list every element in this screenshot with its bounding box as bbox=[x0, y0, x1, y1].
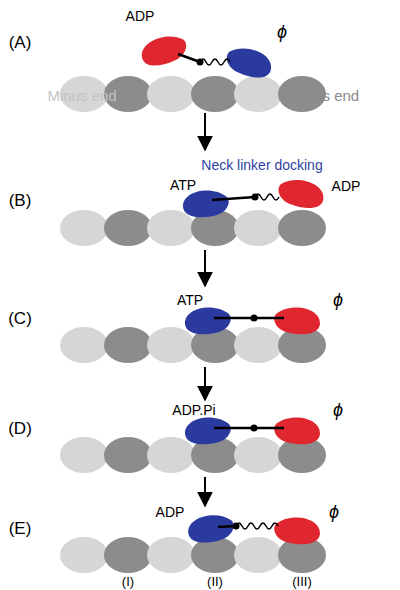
neck-linker bbox=[178, 54, 200, 62]
alpha-tubulin bbox=[234, 327, 282, 363]
neck-linker bbox=[214, 427, 284, 430]
beta-tubulin bbox=[104, 327, 152, 363]
motor-head-blue bbox=[183, 190, 229, 217]
linker-joint bbox=[197, 59, 204, 66]
site-label: (II) bbox=[207, 575, 223, 588]
alpha-tubulin bbox=[234, 537, 282, 573]
alpha-tubulin bbox=[147, 537, 195, 573]
motor-head-red bbox=[274, 517, 320, 544]
alpha-tubulin bbox=[147, 210, 195, 246]
step-arrow bbox=[204, 367, 206, 400]
nucleotide-label: ADP.Pi bbox=[172, 403, 215, 417]
nucleotide-label: ATP bbox=[170, 178, 196, 192]
motor-head-blue bbox=[224, 45, 274, 81]
microtubule-rows bbox=[60, 76, 326, 573]
neck-linker bbox=[200, 59, 230, 65]
panel-label: (B) bbox=[9, 192, 32, 209]
nucleotide-label: ADP bbox=[156, 505, 185, 519]
neck-linker bbox=[236, 523, 278, 529]
site-label: (III) bbox=[292, 575, 312, 588]
nucleotide-label: ATP bbox=[177, 293, 203, 307]
beta-tubulin bbox=[278, 210, 326, 246]
panel-label: (D) bbox=[8, 420, 32, 437]
nucleotide-label: ϕ bbox=[333, 291, 343, 309]
alpha-tubulin bbox=[147, 76, 195, 112]
alpha-tubulin bbox=[234, 210, 282, 246]
motor-head-red bbox=[274, 307, 320, 334]
nucleotide-label: ADP bbox=[332, 179, 361, 193]
nucleotide-label: ϕ bbox=[329, 503, 339, 521]
beta-tubulin bbox=[104, 437, 152, 473]
alpha-tubulin bbox=[147, 327, 195, 363]
beta-tubulin bbox=[104, 537, 152, 573]
beta-tubulin bbox=[104, 210, 152, 246]
neck-linker bbox=[214, 317, 284, 320]
panel-d-motor bbox=[185, 417, 320, 444]
alpha-tubulin bbox=[60, 537, 108, 573]
motor-head-red bbox=[276, 177, 325, 210]
neck-linker bbox=[212, 197, 255, 200]
panel-label: (A) bbox=[9, 34, 32, 51]
alpha-tubulin bbox=[234, 437, 282, 473]
alpha-tubulin bbox=[60, 210, 108, 246]
panel-b-motor bbox=[183, 177, 326, 217]
end-label: Plus end bbox=[301, 88, 359, 103]
linker-joint bbox=[233, 523, 240, 530]
microtubule-row bbox=[60, 537, 326, 573]
linker-joint bbox=[251, 425, 258, 432]
site-label: (I) bbox=[122, 575, 134, 588]
step-arrow bbox=[204, 250, 206, 286]
alpha-tubulin bbox=[60, 437, 108, 473]
motor-head-red bbox=[274, 417, 320, 444]
panel-label: (E) bbox=[9, 520, 32, 537]
neck-linker bbox=[255, 194, 279, 200]
motor-head-blue bbox=[185, 307, 231, 334]
beta-tubulin bbox=[191, 76, 239, 112]
linker-joint bbox=[251, 315, 258, 322]
nucleotide-label: ADP bbox=[126, 9, 155, 23]
alpha-tubulin bbox=[147, 437, 195, 473]
beta-tubulin bbox=[191, 537, 239, 573]
step-arrow bbox=[204, 477, 206, 506]
panel-c-motor bbox=[185, 307, 320, 334]
annotation-label: Neck linker docking bbox=[201, 158, 322, 172]
panel-label: (C) bbox=[8, 310, 32, 327]
panel-a-motor bbox=[139, 33, 274, 81]
linker-joint bbox=[252, 194, 259, 201]
nucleotide-label: ϕ bbox=[333, 401, 343, 419]
motor-head-red bbox=[139, 33, 189, 69]
motor-head-blue bbox=[187, 514, 235, 544]
alpha-tubulin bbox=[60, 327, 108, 363]
step-arrow bbox=[204, 113, 206, 150]
panel-e-motor bbox=[187, 514, 320, 544]
motor-head-blue bbox=[185, 417, 231, 444]
end-label: Minus end bbox=[47, 88, 116, 103]
alpha-tubulin bbox=[234, 76, 282, 112]
nucleotide-label: ϕ bbox=[277, 23, 287, 41]
